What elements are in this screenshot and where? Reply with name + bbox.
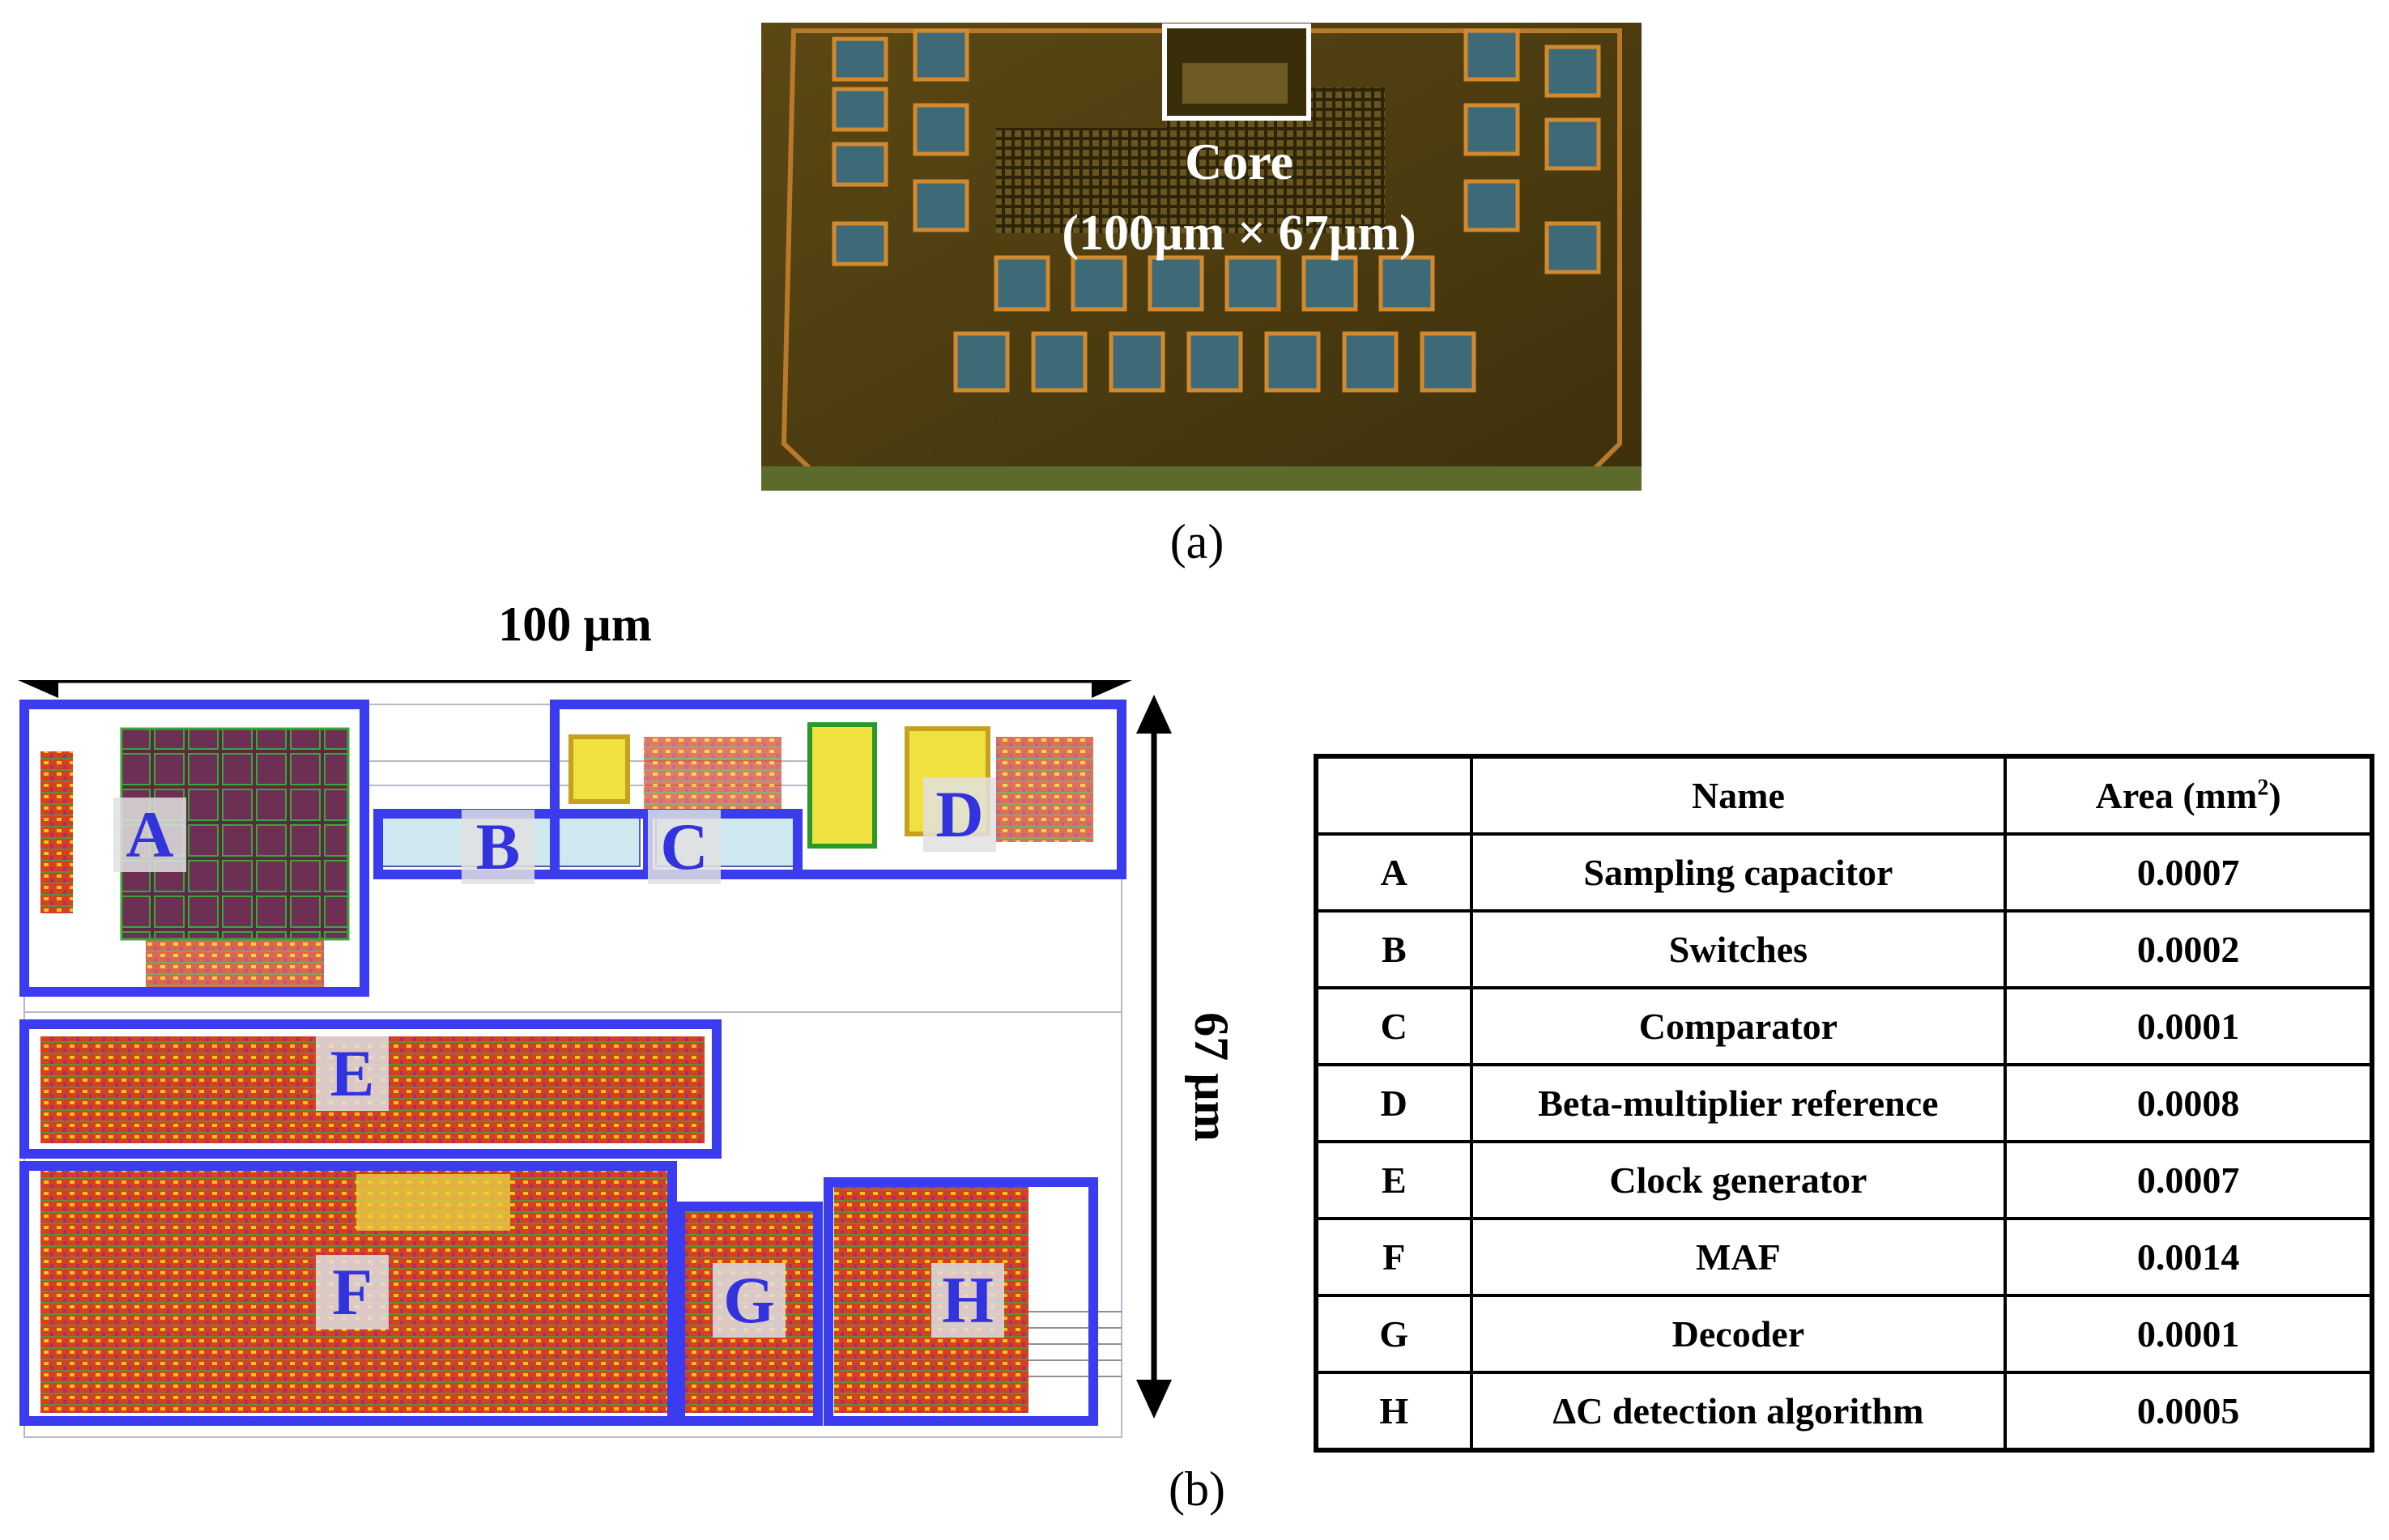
cell-area: 0.0008	[2004, 1063, 2374, 1143]
block-d-outline	[550, 700, 1126, 879]
cell-area: 0.0002	[2004, 909, 2374, 989]
block-label: A	[113, 798, 186, 872]
cell-name: ΔC detection algorithm	[1469, 1371, 2008, 1452]
block-label: D	[923, 777, 996, 852]
caption-b: (b)	[1169, 1462, 1225, 1516]
cell-area: 0.0007	[2004, 1140, 2374, 1220]
core-size-label: (100µm × 67µm)	[1062, 206, 1416, 261]
cell-name: Clock generator	[1469, 1140, 2008, 1220]
cell-id: G	[1314, 1294, 1473, 1374]
cell-id: D	[1314, 1063, 1473, 1143]
cell-name: MAF	[1469, 1217, 2008, 1297]
height-arrow	[1136, 695, 1172, 1419]
core-label: Core	[1185, 133, 1293, 190]
block-label: C	[648, 810, 721, 884]
block-label: E	[316, 1036, 389, 1111]
block-label: F	[316, 1255, 389, 1329]
cell-name: Comparator	[1469, 986, 2008, 1066]
cell-id: B	[1314, 909, 1473, 989]
die-photo	[761, 23, 1642, 491]
header-name: Name	[1469, 755, 2008, 836]
header-area: Area (mm2)	[2004, 755, 2374, 836]
caption-a: (a)	[1169, 515, 1224, 568]
block-h-outline	[824, 1177, 1098, 1426]
block-e-outline	[19, 1019, 722, 1159]
block-a-outline	[19, 700, 369, 997]
block-f-outline	[19, 1161, 677, 1426]
header-id	[1314, 755, 1473, 836]
block-label: B	[462, 810, 534, 884]
block-label: G	[713, 1263, 786, 1338]
cell-id: A	[1314, 832, 1473, 913]
cell-name: Decoder	[1469, 1294, 2008, 1374]
cell-name: Switches	[1469, 909, 2008, 989]
block-label: H	[931, 1263, 1004, 1338]
cell-id: E	[1314, 1140, 1473, 1220]
core-layout	[18, 680, 1172, 1438]
bond-pads	[832, 28, 1601, 393]
cell-area: 0.0005	[2004, 1371, 2374, 1452]
cell-id: C	[1314, 986, 1473, 1066]
cell-id: H	[1314, 1371, 1473, 1452]
table-header-row: Name Area (mm2)	[1314, 755, 2374, 836]
cell-name: Sampling capacitor	[1469, 832, 2008, 913]
width-label: 100 µm	[498, 598, 652, 651]
cell-area: 0.0001	[2004, 986, 2374, 1066]
cell-area: 0.0001	[2004, 1294, 2374, 1374]
cell-area: 0.0007	[2004, 832, 2374, 913]
cell-name: Beta-multiplier reference	[1469, 1063, 2008, 1143]
cell-area: 0.0014	[2004, 1217, 2374, 1297]
cell-id: F	[1314, 1217, 1473, 1297]
block-g-outline	[675, 1202, 823, 1426]
height-label: 67 µm	[1185, 1012, 1238, 1142]
